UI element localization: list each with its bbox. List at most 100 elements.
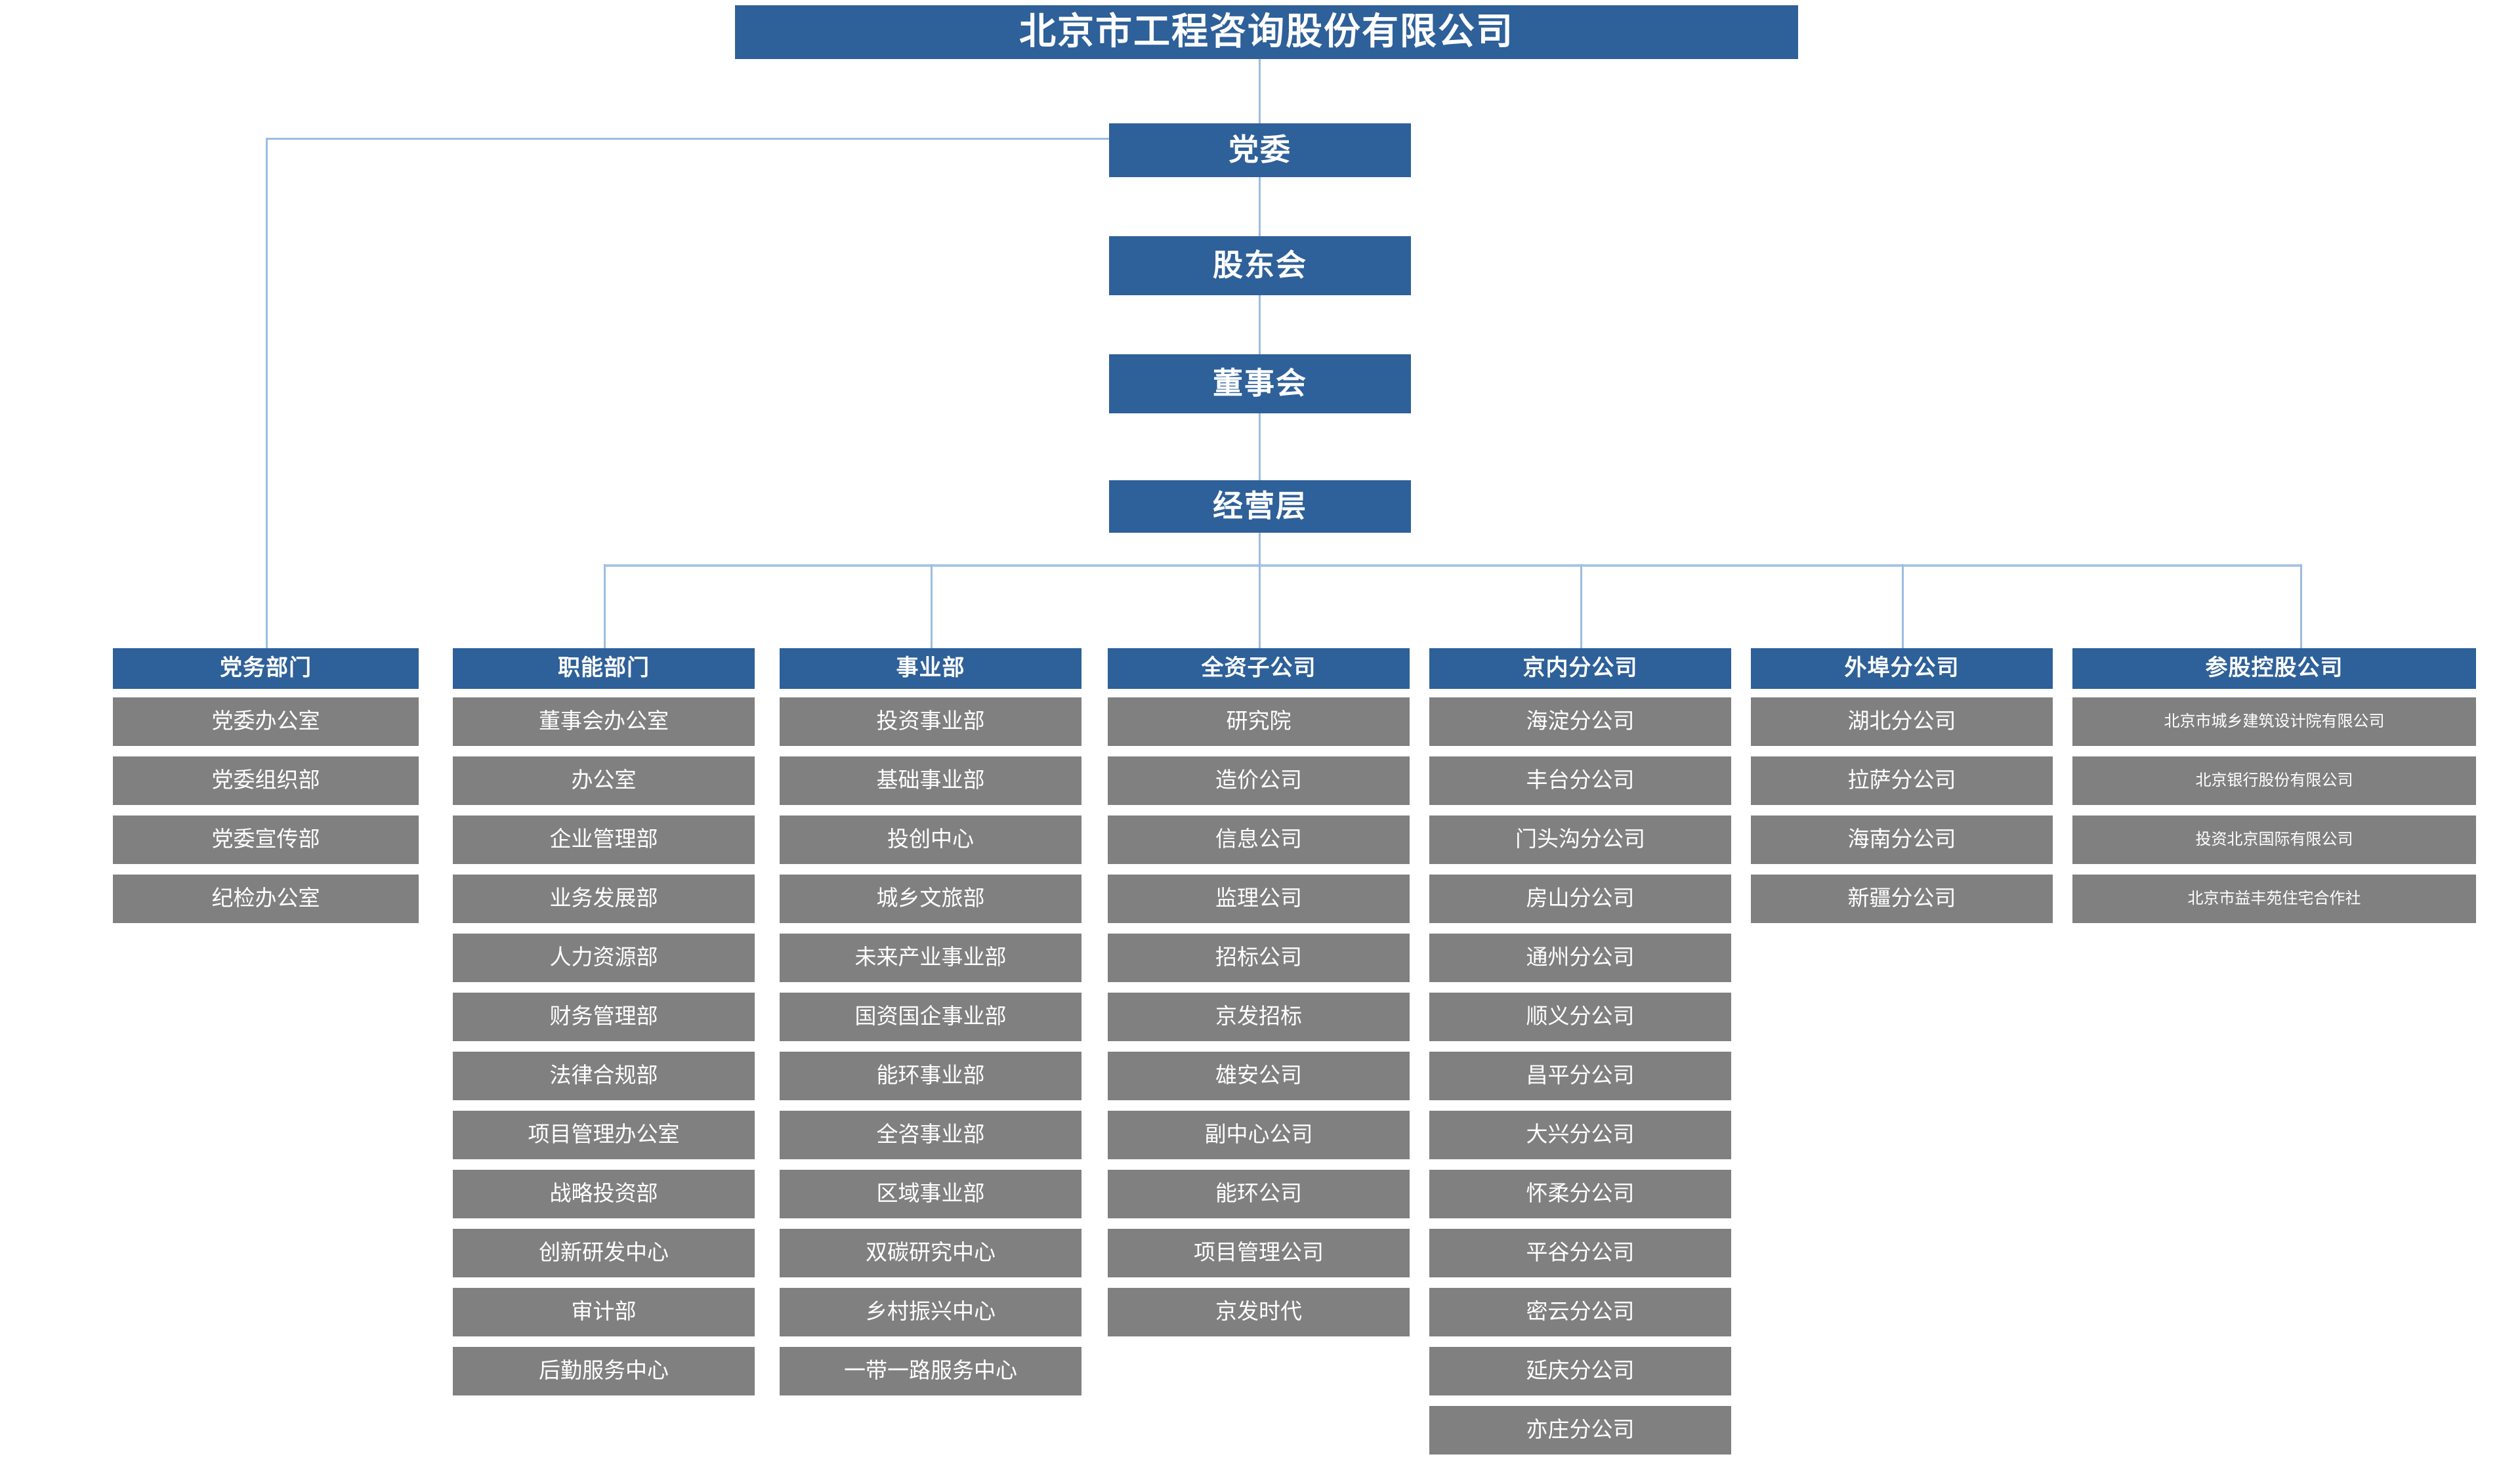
column-header-quanzizigongsi[interactable]: 全资子公司 — [1108, 648, 1410, 689]
leaf-node-label: 人力资源部 — [549, 945, 658, 970]
leaf-node[interactable]: 新疆分公司 — [1751, 875, 2053, 923]
leaf-node-label: 党委宣传部 — [211, 827, 320, 852]
leaf-node[interactable]: 法律合规部 — [453, 1052, 755, 1100]
spine-node-jingyingceng[interactable]: 经营层 — [1109, 480, 1411, 533]
leaf-node[interactable]: 董事会办公室 — [453, 697, 755, 746]
leaf-node[interactable]: 投资北京国际有限公司 — [2072, 815, 2476, 864]
leaf-node[interactable]: 造价公司 — [1108, 756, 1410, 805]
column-header-shiyebu[interactable]: 事业部 — [780, 648, 1082, 689]
connector-drop-col5 — [1580, 564, 1582, 650]
leaf-node[interactable]: 北京市城乡建筑设计院有限公司 — [2072, 697, 2476, 746]
leaf-node[interactable]: 拉萨分公司 — [1751, 756, 2053, 805]
leaf-node-label: 北京市益丰苑住宅合作社 — [2187, 890, 2361, 907]
leaf-node-label: 一带一路服务中心 — [844, 1359, 1017, 1383]
leaf-node[interactable]: 平谷分公司 — [1429, 1229, 1731, 1277]
leaf-node-label: 法律合规部 — [549, 1063, 658, 1088]
spine-node-dongshihui[interactable]: 董事会 — [1109, 354, 1411, 413]
leaf-node[interactable]: 研究院 — [1108, 697, 1410, 746]
leaf-node[interactable]: 门头沟分公司 — [1429, 815, 1731, 864]
column-header-zhineng[interactable]: 职能部门 — [453, 648, 755, 689]
leaf-node[interactable]: 海淀分公司 — [1429, 697, 1731, 746]
root-node[interactable]: 北京市工程咨询股份有限公司 — [735, 5, 1798, 59]
connector-jingyingceng-drop — [1259, 533, 1261, 566]
leaf-node[interactable]: 副中心公司 — [1108, 1111, 1410, 1159]
leaf-node[interactable]: 项目管理公司 — [1108, 1229, 1410, 1277]
leaf-node-label: 亦庄分公司 — [1526, 1418, 1635, 1442]
leaf-node[interactable]: 乡村振兴中心 — [780, 1288, 1082, 1336]
leaf-node[interactable]: 雄安公司 — [1108, 1052, 1410, 1100]
column-header-waibu-label: 外埠分公司 — [1844, 656, 1960, 680]
leaf-node-label: 怀柔分公司 — [1526, 1182, 1635, 1206]
leaf-node[interactable]: 基础事业部 — [780, 756, 1082, 805]
leaf-node[interactable]: 城乡文旅部 — [780, 875, 1082, 923]
leaf-node-label: 北京银行股份有限公司 — [2195, 772, 2353, 789]
leaf-node-label: 创新研发中心 — [539, 1241, 669, 1265]
column-header-waibu[interactable]: 外埠分公司 — [1751, 648, 2053, 689]
leaf-node[interactable]: 财务管理部 — [453, 993, 755, 1041]
leaf-node[interactable]: 企业管理部 — [453, 815, 755, 864]
leaf-node[interactable]: 战略投资部 — [453, 1170, 755, 1218]
leaf-node[interactable]: 国资国企事业部 — [780, 993, 1082, 1041]
leaf-node[interactable]: 招标公司 — [1108, 934, 1410, 982]
leaf-node[interactable]: 密云分公司 — [1429, 1288, 1731, 1336]
leaf-node[interactable]: 纪检办公室 — [113, 875, 419, 923]
leaf-node[interactable]: 顺义分公司 — [1429, 993, 1731, 1041]
leaf-node[interactable]: 业务发展部 — [453, 875, 755, 923]
leaf-node[interactable]: 怀柔分公司 — [1429, 1170, 1731, 1218]
leaf-node[interactable]: 海南分公司 — [1751, 815, 2053, 864]
leaf-node[interactable]: 全咨事业部 — [780, 1111, 1082, 1159]
spine-node-gudonghui[interactable]: 股东会 — [1109, 236, 1411, 295]
leaf-node-label: 招标公司 — [1215, 945, 1302, 970]
leaf-node[interactable]: 北京市益丰苑住宅合作社 — [2072, 875, 2476, 923]
column-header-dangwu[interactable]: 党务部门 — [113, 648, 419, 689]
leaf-node[interactable]: 投资事业部 — [780, 697, 1082, 746]
column-header-canguokonggu[interactable]: 参股控股公司 — [2072, 648, 2476, 689]
leaf-node-label: 京发时代 — [1215, 1300, 1302, 1324]
leaf-node[interactable]: 投创中心 — [780, 815, 1082, 864]
leaf-node[interactable]: 创新研发中心 — [453, 1229, 755, 1277]
leaf-node-label: 双碳研究中心 — [866, 1241, 996, 1265]
connector-main-bus — [604, 564, 2300, 567]
leaf-node[interactable]: 能环事业部 — [780, 1052, 1082, 1100]
column-dangwu: 党务部门 党委办公室 党委组织部 党委宣传部 纪检办公室 — [113, 648, 419, 934]
leaf-node[interactable]: 党委组织部 — [113, 756, 419, 805]
leaf-node[interactable]: 未来产业事业部 — [780, 934, 1082, 982]
leaf-node[interactable]: 党委办公室 — [113, 697, 419, 746]
leaf-node[interactable]: 审计部 — [453, 1288, 755, 1336]
leaf-node[interactable]: 京发时代 — [1108, 1288, 1410, 1336]
leaf-node[interactable]: 房山分公司 — [1429, 875, 1731, 923]
leaf-node[interactable]: 后勤服务中心 — [453, 1347, 755, 1395]
leaf-node[interactable]: 昌平分公司 — [1429, 1052, 1731, 1100]
leaf-node-label: 未来产业事业部 — [854, 945, 1007, 970]
leaf-node[interactable]: 北京银行股份有限公司 — [2072, 756, 2476, 805]
leaf-node[interactable]: 通州分公司 — [1429, 934, 1731, 982]
leaf-node[interactable]: 人力资源部 — [453, 934, 755, 982]
leaf-node[interactable]: 丰台分公司 — [1429, 756, 1731, 805]
leaf-node[interactable]: 项目管理办公室 — [453, 1111, 755, 1159]
column-header-shiyebu-label: 事业部 — [896, 656, 965, 680]
leaf-node[interactable]: 能环公司 — [1108, 1170, 1410, 1218]
leaf-node[interactable]: 湖北分公司 — [1751, 697, 2053, 746]
leaf-node[interactable]: 一带一路服务中心 — [780, 1347, 1082, 1395]
spine-node-dangwei[interactable]: 党委 — [1109, 123, 1411, 177]
leaf-node[interactable]: 大兴分公司 — [1429, 1111, 1731, 1159]
leaf-node[interactable]: 信息公司 — [1108, 815, 1410, 864]
column-header-jingnei[interactable]: 京内分公司 — [1429, 648, 1731, 689]
leaf-node-label: 海南分公司 — [1847, 827, 1956, 852]
leaf-node-label: 雄安公司 — [1215, 1063, 1302, 1088]
leaf-node[interactable]: 亦庄分公司 — [1429, 1406, 1731, 1455]
leaf-node-label: 平谷分公司 — [1526, 1241, 1635, 1265]
leaf-node[interactable]: 双碳研究中心 — [780, 1229, 1082, 1277]
leaf-node[interactable]: 党委宣传部 — [113, 815, 419, 864]
leaf-node-label: 湖北分公司 — [1847, 709, 1956, 733]
leaf-node[interactable]: 区域事业部 — [780, 1170, 1082, 1218]
leaf-node[interactable]: 办公室 — [453, 756, 755, 805]
connector-dongshihui-to-jingyingceng — [1259, 413, 1261, 480]
leaf-node-label: 研究院 — [1226, 709, 1292, 733]
leaf-node-label: 全咨事业部 — [876, 1123, 985, 1147]
leaf-node[interactable]: 延庆分公司 — [1429, 1347, 1731, 1395]
leaf-node[interactable]: 监理公司 — [1108, 875, 1410, 923]
leaf-node-label: 投资北京国际有限公司 — [2195, 831, 2353, 848]
leaf-node[interactable]: 京发招标 — [1108, 993, 1410, 1041]
leaf-node-label: 党委办公室 — [211, 709, 320, 733]
